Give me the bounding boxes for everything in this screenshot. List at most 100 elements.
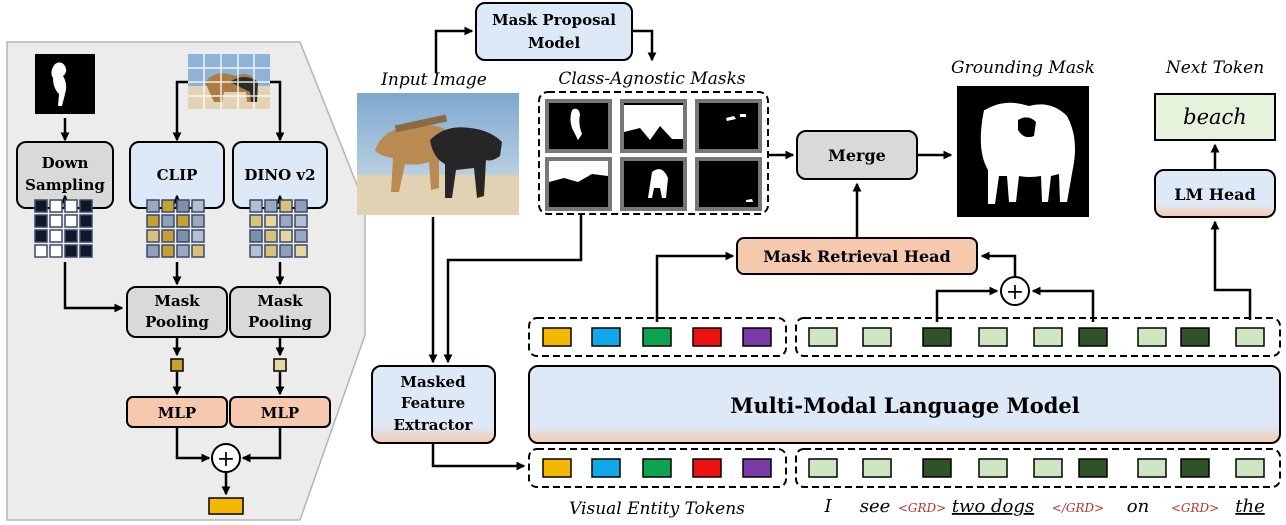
binary-grid-cell [64,199,78,213]
mask-blob [624,105,683,140]
dino-label: DINO v2 [244,166,315,184]
mask-blob [549,161,608,182]
visual-entity-token [742,458,772,478]
feature-grid-cell [279,244,293,258]
visual-entity-token [591,327,621,347]
class-agnostic-masks-caption: Class-Agnostic Masks [558,69,746,89]
binary-grid-cell [79,199,93,213]
grd-tag-word: <GRD> [898,501,946,515]
mllm-label: Multi-Modal Language Model [730,393,1080,418]
bottom-text-tokens [808,458,1265,478]
mask-pooling-label-3: Mask [257,292,303,310]
mask-tiles [545,99,762,211]
visual-entity-token [692,458,722,478]
binary-grid-cell [79,244,93,258]
arrow-grd-token-a-to-sum [935,286,999,322]
sentence-word: two dogs [952,496,1034,517]
visual-entity-token [742,327,772,347]
grd-token [922,327,952,347]
arrow-mlp-dino-to-sum [241,427,282,463]
mask-tile [695,99,762,153]
top-entity-tokens [542,327,772,347]
grd-token [1078,327,1108,347]
masked-feature-label-3: Extractor [394,416,474,434]
bottom-entity-tokens [542,458,772,478]
text-token [978,327,1008,347]
feature-grid-cell [146,199,160,213]
mlp-label-clip: MLP [158,404,196,422]
binary-grid-cell [49,244,63,258]
output-entity-token-group [528,317,787,357]
visual-entity-token [642,458,672,478]
text-token [808,458,838,478]
feature-grid-cell [161,214,175,228]
binary-grid-cell [34,244,48,258]
patched-image-icon [188,54,270,109]
arrow-image-to-dino [270,80,285,142]
visual-entity-token [542,458,572,478]
binary-grid-cell [34,199,48,213]
pooled-dino-feature [273,358,287,372]
feature-grid-cell [279,214,293,228]
input-image-caption: Input Image [380,70,487,90]
feature-grid-cell [191,199,205,213]
binary-grid-cell [49,229,63,243]
grd-token [922,458,952,478]
input-text-token-group [795,448,1281,488]
feature-grid-cell [191,244,205,258]
binary-grid-cell [49,199,63,213]
text-token [1137,458,1167,478]
feature-grid-cell [161,229,175,243]
arrow-entity-tokens-to-retrieval [655,251,735,322]
visual-entity-tokens-caption: Visual Entity Tokens [569,499,745,519]
mask-proposal-label-2: Model [528,34,581,52]
feature-grid-cell [161,244,175,258]
feature-grid-cell [264,214,278,228]
binary-grid-cell [79,229,93,243]
output-text-token-group [795,317,1281,357]
feature-grid-cell [249,199,263,213]
feature-grid-cell [249,229,263,243]
text-token [978,458,1008,478]
visual-entity-token [591,458,621,478]
lm-head-label: LM Head [1174,185,1255,204]
next-token-box [1154,93,1276,141]
down-sampling-label-1: Down [42,154,89,172]
mlp-label-dino: MLP [261,404,299,422]
mask-blob [570,108,582,140]
clip-label: CLIP [157,166,198,184]
visual-entity-token [692,327,722,347]
binary-grid-cell [64,214,78,228]
grd-token [1180,327,1210,347]
mask-blob [746,199,753,202]
mask-pooling-label-4: Pooling [248,313,312,331]
feature-grid-cell [161,199,175,213]
feature-grid-cell [249,214,263,228]
feature-grid-cell [191,229,205,243]
feature-grid-cell [176,244,190,258]
text-token [1235,327,1265,347]
arrow-binary-grid-to-mask-pooling [63,262,124,313]
feature-grid-cell [264,229,278,243]
mask-pooling-label-1: Mask [154,292,200,310]
grd-tag-word: <GRD> [1171,501,1219,515]
mask-blob [726,114,746,121]
mask-retrieval-head-label: Mask Retrieval Head [763,247,950,266]
feature-grid-cell [176,199,190,213]
sentence-word: the [1235,496,1264,517]
arrow-mask-proposal-to-masks [632,29,657,62]
grd-tag-word: </GRD> [1052,501,1104,515]
grounding-mask-image [957,86,1089,217]
feature-grid-cell [279,199,293,213]
mask-blob [648,169,668,198]
visual-entity-token [542,327,572,347]
mllm-box [528,365,1281,444]
arrow-sum-to-retrieval [980,251,1017,277]
feature-grid-cell [294,229,308,243]
grounding-mask-caption: Grounding Mask [951,58,1095,78]
dino-feature-grid [249,199,308,258]
text-token [1137,327,1167,347]
text-token [1033,327,1063,347]
arrow-masks-to-extractor [443,214,583,364]
grd-token [1180,458,1210,478]
